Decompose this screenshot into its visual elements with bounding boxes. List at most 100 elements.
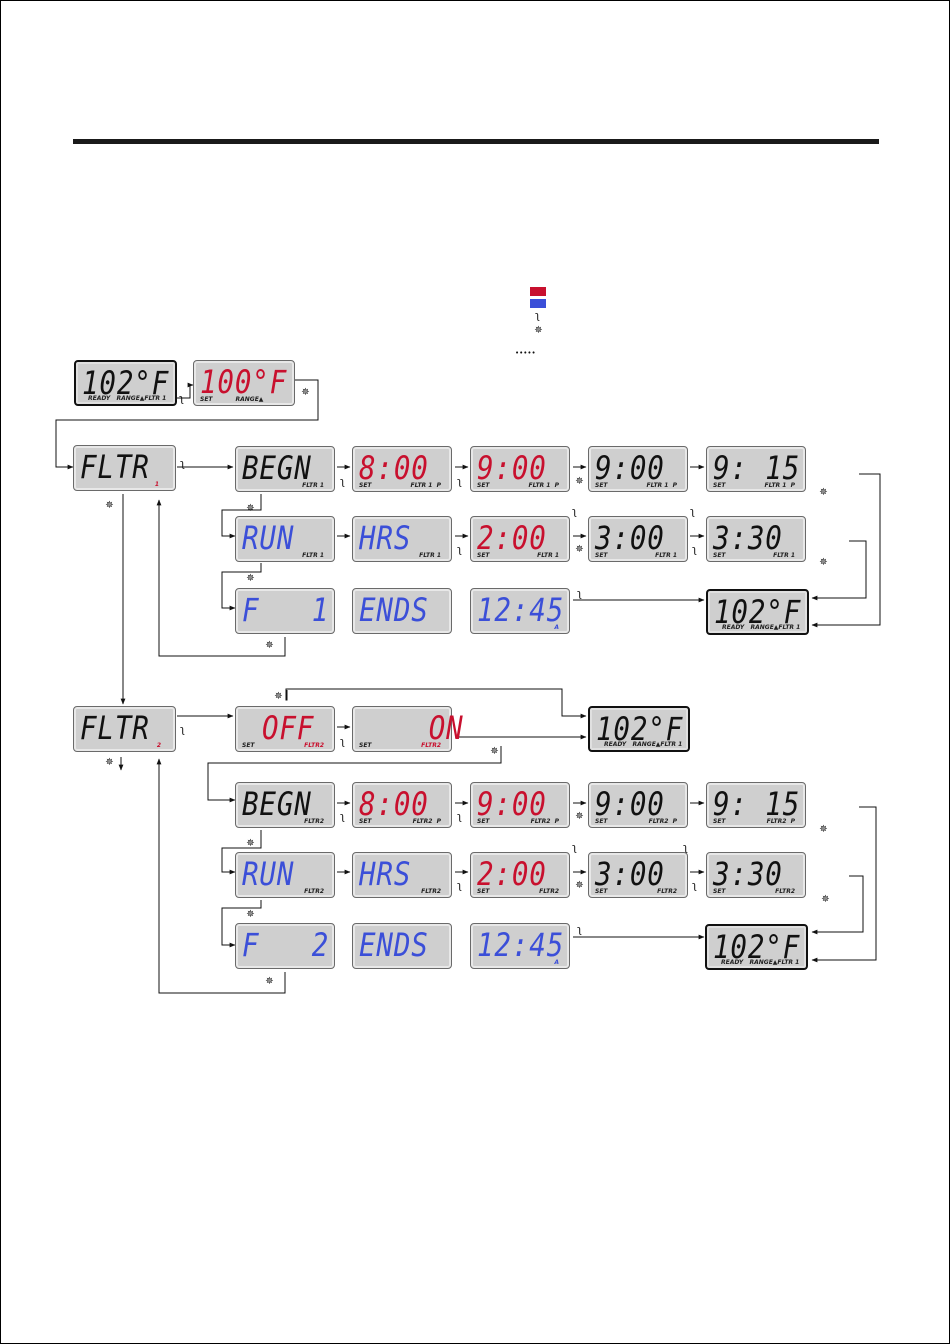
- light-button-icon: ✵: [246, 838, 255, 849]
- lcd-f1-hrs: HRS FLTR 1: [352, 516, 452, 562]
- lcd-f2-hrs: HRS FLTR2: [352, 852, 452, 898]
- lcd-indicator: FLTR2: [539, 888, 559, 895]
- lcd-indicator: FLTR 1 P: [764, 482, 795, 489]
- light-button-icon: ✵: [575, 476, 584, 487]
- lcd-f1-end-time: 12:45 A: [470, 588, 570, 634]
- lcd-text: 9:00: [595, 449, 665, 487]
- lcd-indicator: SET: [713, 888, 726, 895]
- lcd-text: RUN: [242, 519, 295, 557]
- lcd-f2-run-330: 3:30 SET FLTR2: [706, 852, 806, 898]
- temp-button-icon: ʅ: [577, 587, 583, 600]
- temp-button-icon: ʅ: [340, 735, 346, 748]
- temp-button-icon: ʅ: [457, 475, 463, 488]
- lcd-indicator: SET: [359, 742, 372, 749]
- lcd-ready-top: 102°F READY RANGE▲FLTR 1: [74, 360, 177, 406]
- lcd-f1-begin-900: 9:00 SET FLTR 1 P: [470, 446, 570, 492]
- lcd-indicator: FLTR2 P: [648, 818, 677, 825]
- lcd-text: 8:00: [359, 785, 429, 823]
- light-button-icon: ✵: [490, 746, 499, 757]
- lcd-f1-run-330: 3:30 SET FLTR 1: [706, 516, 806, 562]
- lcd-indicator: FLTR2: [304, 818, 324, 825]
- lcd-text: 102°F: [596, 710, 684, 748]
- lcd-f2-run: RUN FLTR2: [235, 852, 335, 898]
- lcd-text: FLTR: [80, 709, 150, 747]
- lcd-text: 9: 15: [713, 449, 801, 487]
- lcd-f2-begin-915: 9: 15 SET FLTR2 P: [706, 782, 806, 828]
- lcd-indicator: SET: [713, 552, 726, 559]
- light-button-icon: ✵: [819, 824, 828, 835]
- lcd-indicator: FLTR2: [421, 888, 441, 895]
- lcd-text: HRS: [359, 519, 412, 557]
- temp-button-icon: ʅ: [340, 810, 346, 823]
- lcd-text: 9: 15: [713, 785, 801, 823]
- temp-button-icon: ʅ: [340, 475, 346, 488]
- lcd-indicator: SET RANGE▲: [200, 396, 264, 403]
- lcd-text: BEGN: [242, 449, 312, 487]
- temp-button-icon: ʅ: [692, 543, 698, 556]
- lcd-fltr1: FLTR 1: [73, 445, 176, 491]
- lcd-indicator: READY RANGE▲FLTR 1: [604, 741, 683, 748]
- lcd-text: RUN: [242, 855, 295, 893]
- lcd-indicator: SET: [477, 482, 490, 489]
- lcd-text: 3:00: [595, 519, 665, 557]
- lcd-text: 3:30: [713, 519, 783, 557]
- lcd-indicator: 1: [154, 481, 159, 488]
- lcd-indicator: FLTR 1 P: [528, 482, 559, 489]
- temp-button-icon: ʅ: [180, 723, 186, 736]
- lcd-text: ON: [359, 709, 464, 747]
- lcd-indicator: SET: [359, 818, 372, 825]
- lcd-f1-begn: BEGN FLTR 1: [235, 446, 335, 492]
- lcd-indicator: FLTR2: [657, 888, 677, 895]
- light-button-icon: ✵: [274, 691, 283, 702]
- lcd-indicator: FLTR2: [304, 742, 324, 749]
- lcd-indicator: FLTR 1: [302, 482, 324, 489]
- lcd-indicator: FLTR 1: [537, 552, 559, 559]
- lcd-indicator: FLTR 1 P: [410, 482, 441, 489]
- lcd-text: 102°F: [713, 928, 801, 966]
- lcd-text: 3:30: [713, 855, 783, 893]
- lcd-indicator: FLTR2: [421, 742, 441, 749]
- light-button-icon: ✵: [246, 909, 255, 920]
- light-button-icon: ✵: [246, 573, 255, 584]
- lcd-f2-ready: 102°F READY RANGE▲FLTR 1: [705, 924, 808, 970]
- light-button-icon: ✵: [819, 557, 828, 568]
- temp-button-icon: ʅ: [692, 879, 698, 892]
- blue-swatch: [530, 299, 546, 308]
- lcd-f2-ready-top: 102°F READY RANGE▲FLTR 1: [588, 706, 690, 752]
- lcd-text: 2:00: [477, 855, 547, 893]
- light-button-icon: ✵: [819, 487, 828, 498]
- lcd-text: 12:45: [477, 591, 565, 629]
- lcd-indicator: FLTR 1: [302, 552, 324, 559]
- lcd-f2-begin-900: 9:00 SET FLTR2 P: [470, 782, 570, 828]
- lcd-indicator: READY RANGE▲FLTR 1: [88, 395, 167, 402]
- lcd-f2-begin-800: 8:00 SET FLTR2 P: [352, 782, 452, 828]
- lcd-indicator: FLTR2: [304, 888, 324, 895]
- red-swatch: [530, 287, 546, 296]
- lcd-f2-label: F 2: [235, 923, 335, 969]
- lcd-text: OFF: [262, 709, 315, 747]
- temp-button-icon: ʅ: [577, 923, 583, 936]
- temp-button-icon: ʅ: [683, 841, 689, 854]
- lcd-text: ENDS: [359, 926, 429, 964]
- lcd-indicator: FLTR2 P: [412, 818, 441, 825]
- lcd-text: ENDS: [359, 591, 429, 629]
- lcd-set-temp: 100°F SET RANGE▲: [193, 360, 295, 406]
- lcd-f1-ready: 102°F READY RANGE▲FLTR 1: [706, 589, 809, 635]
- lcd-f1-begin-915: 9: 15 SET FLTR 1 P: [706, 446, 806, 492]
- lcd-text: BEGN: [242, 785, 312, 823]
- lcd-text: 9:00: [477, 449, 547, 487]
- header-rule: [73, 139, 879, 144]
- lcd-indicator: A: [554, 624, 559, 631]
- lcd-indicator: FLTR2 P: [766, 818, 795, 825]
- light-button-icon: ✵: [265, 640, 274, 651]
- lcd-f2-ends: ENDS: [352, 923, 452, 969]
- light-button-icon: ✵: [821, 894, 830, 905]
- light-button-icon: ✵: [534, 325, 543, 336]
- lcd-f2-begin-900b: 9:00 SET FLTR2 P: [588, 782, 688, 828]
- lcd-text: 3:00: [595, 855, 665, 893]
- lcd-f2-end-time: 12:45 A: [470, 923, 570, 969]
- lcd-indicator: A: [554, 959, 559, 966]
- lcd-indicator: SET: [477, 888, 490, 895]
- lcd-text: F 1: [242, 591, 330, 629]
- light-button-icon: ✵: [301, 387, 310, 398]
